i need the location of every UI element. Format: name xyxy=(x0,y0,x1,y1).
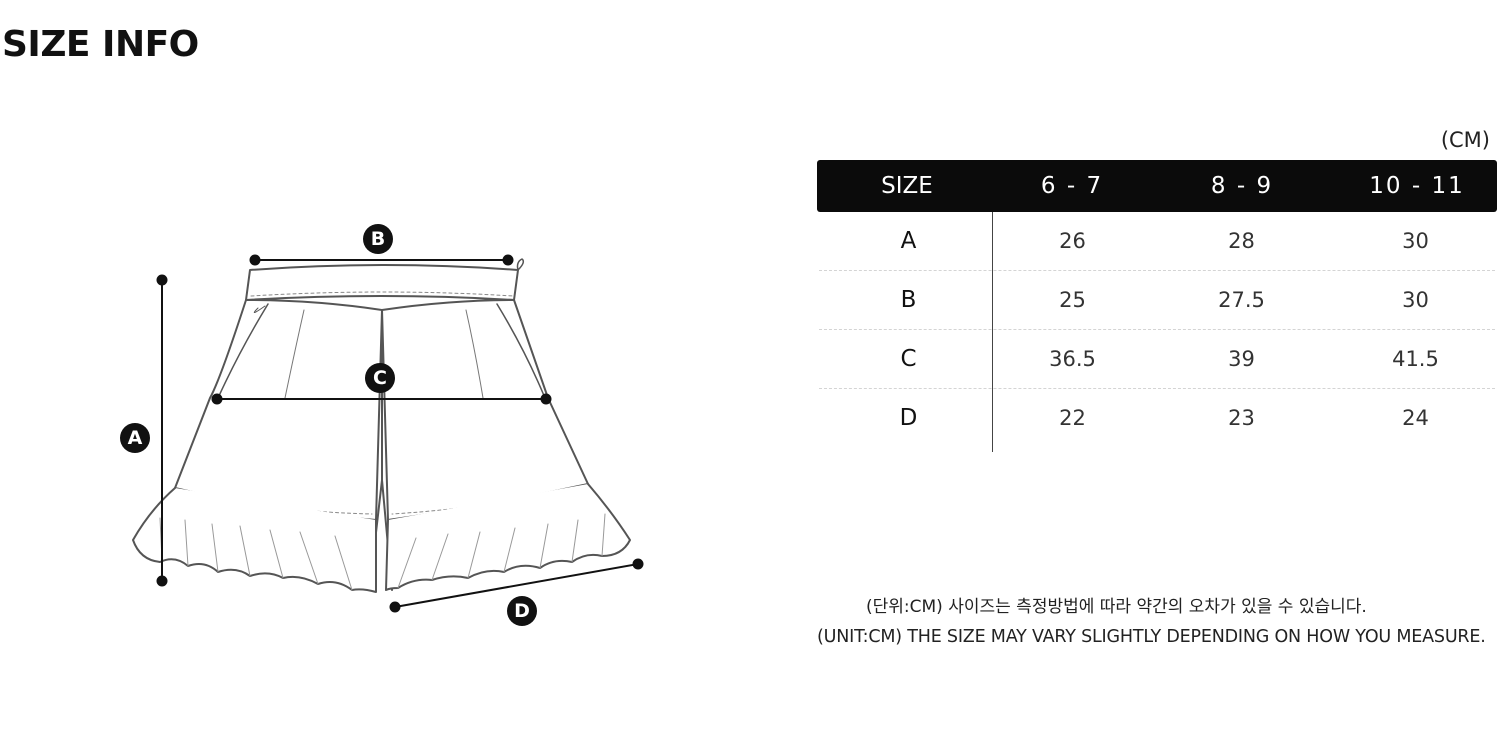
table-cell: 41.5 xyxy=(1392,347,1439,371)
table-row: D 22 23 24 xyxy=(819,389,1495,447)
header-size-10-11: 10 - 11 xyxy=(1369,173,1465,199)
row-label: D xyxy=(899,405,918,431)
row-label: C xyxy=(900,346,917,372)
table-cell: 39 xyxy=(1228,347,1255,371)
page-title: SIZE INFO xyxy=(2,24,199,65)
table-row: B 25 27.5 30 xyxy=(819,271,1495,330)
table-row: A 26 28 30 xyxy=(819,212,1495,271)
table-header: SIZE 6 - 7 8 - 9 10 - 11 xyxy=(817,160,1497,212)
marker-c: C xyxy=(365,363,395,393)
header-size: SIZE xyxy=(881,173,933,199)
note-korean: (단위:CM) 사이즈는 측정방법에 따라 약간의 오차가 있을 수 있습니다. xyxy=(866,597,1367,617)
marker-d: D xyxy=(507,596,537,626)
shorts-illustration xyxy=(132,254,644,613)
table-cell: 22 xyxy=(1059,406,1086,430)
table-cell: 30 xyxy=(1402,288,1429,312)
header-size-8-9: 8 - 9 xyxy=(1210,173,1274,199)
table-cell: 28 xyxy=(1228,229,1255,253)
table-cell: 27.5 xyxy=(1218,288,1265,312)
shorts-diagram: A B C D xyxy=(120,224,644,626)
row-label: A xyxy=(900,228,917,254)
marker-a: A xyxy=(120,423,150,453)
size-table: SIZE 6 - 7 8 - 9 10 - 11 A 26 28 30 B 25… xyxy=(817,160,1497,452)
table-cell: 30 xyxy=(1402,229,1429,253)
table-cell: 25 xyxy=(1059,288,1086,312)
header-size-6-7: 6 - 7 xyxy=(1040,173,1104,199)
table-cell: 24 xyxy=(1402,406,1429,430)
column-divider xyxy=(992,212,993,452)
row-label: B xyxy=(900,287,917,313)
unit-label: (CM) xyxy=(1440,128,1490,152)
table-body: A 26 28 30 B 25 27.5 30 C 36.5 39 41.5 D… xyxy=(817,212,1497,452)
table-row: C 36.5 39 41.5 xyxy=(819,330,1495,389)
note-english: (UNIT:CM) THE SIZE MAY VARY SLIGHTLY DEP… xyxy=(817,627,1486,647)
marker-b: B xyxy=(363,224,393,254)
table-cell: 36.5 xyxy=(1049,347,1096,371)
table-cell: 23 xyxy=(1228,406,1255,430)
table-cell: 26 xyxy=(1059,229,1086,253)
